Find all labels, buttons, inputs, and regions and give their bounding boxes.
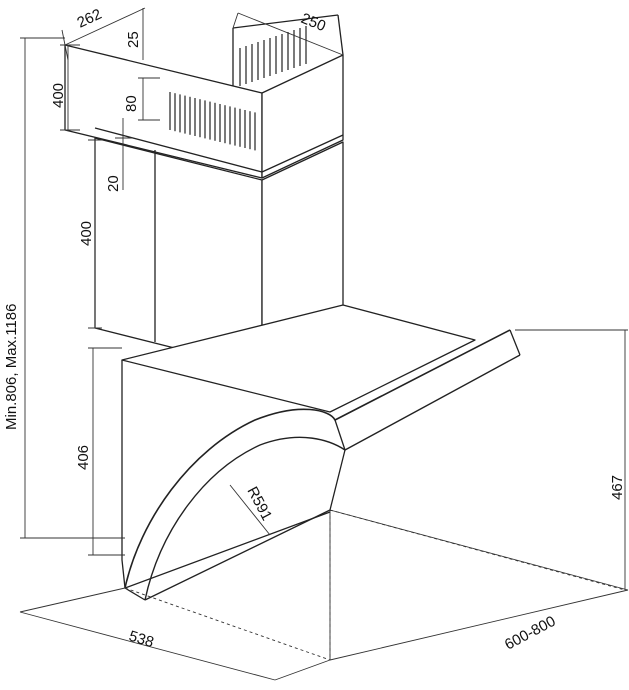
- dim-467-line: [329, 329, 629, 591]
- dim-total: Min.806, Max.1186: [3, 304, 20, 430]
- hood-top-deck: [121, 304, 476, 413]
- upper-chimney-right-face: [261, 54, 344, 179]
- upper-chimney-back-face: [232, 14, 344, 86]
- floor-guide-lines: [124, 509, 626, 661]
- dim-467: 467: [609, 475, 626, 500]
- canopy-outer-rail: [124, 329, 511, 589]
- dim-406-line: [88, 347, 125, 556]
- dim-600-800-line: [274, 589, 629, 681]
- dim-250-line: [232, 12, 344, 56]
- dim-400-upper: 400: [50, 83, 67, 108]
- dim-400-lower-line: [88, 139, 102, 329]
- dim-538-line: [19, 512, 331, 681]
- hood-body-back-face: [121, 360, 126, 589]
- dim-538: 538: [127, 628, 156, 652]
- dim-262: 262: [75, 6, 105, 32]
- dim-406: 406: [75, 445, 92, 470]
- hood-outline: [64, 14, 521, 601]
- hood-bottom-edge: [124, 511, 331, 589]
- dim-400-lower: 400: [78, 221, 95, 246]
- dim-r591: R591: [243, 484, 275, 524]
- dim-total-line: [20, 37, 125, 539]
- dim-20-line: [115, 118, 132, 190]
- dim-80: 80: [123, 95, 140, 112]
- dimension-lines: [19, 7, 629, 681]
- canopy-front-glass: [124, 329, 521, 601]
- dim-400-upper-line: [60, 44, 80, 131]
- dim-250: 250: [299, 10, 329, 35]
- dim-25: 25: [125, 31, 142, 48]
- dim-80-line: [138, 77, 160, 121]
- canopy-inner-rail: [144, 354, 521, 601]
- dim-20: 20: [105, 175, 122, 192]
- dim-r591-line: [229, 484, 271, 536]
- overlap-band: [94, 127, 344, 173]
- dim-600-800: 600-800: [502, 613, 559, 654]
- vent-slots: [169, 26, 307, 151]
